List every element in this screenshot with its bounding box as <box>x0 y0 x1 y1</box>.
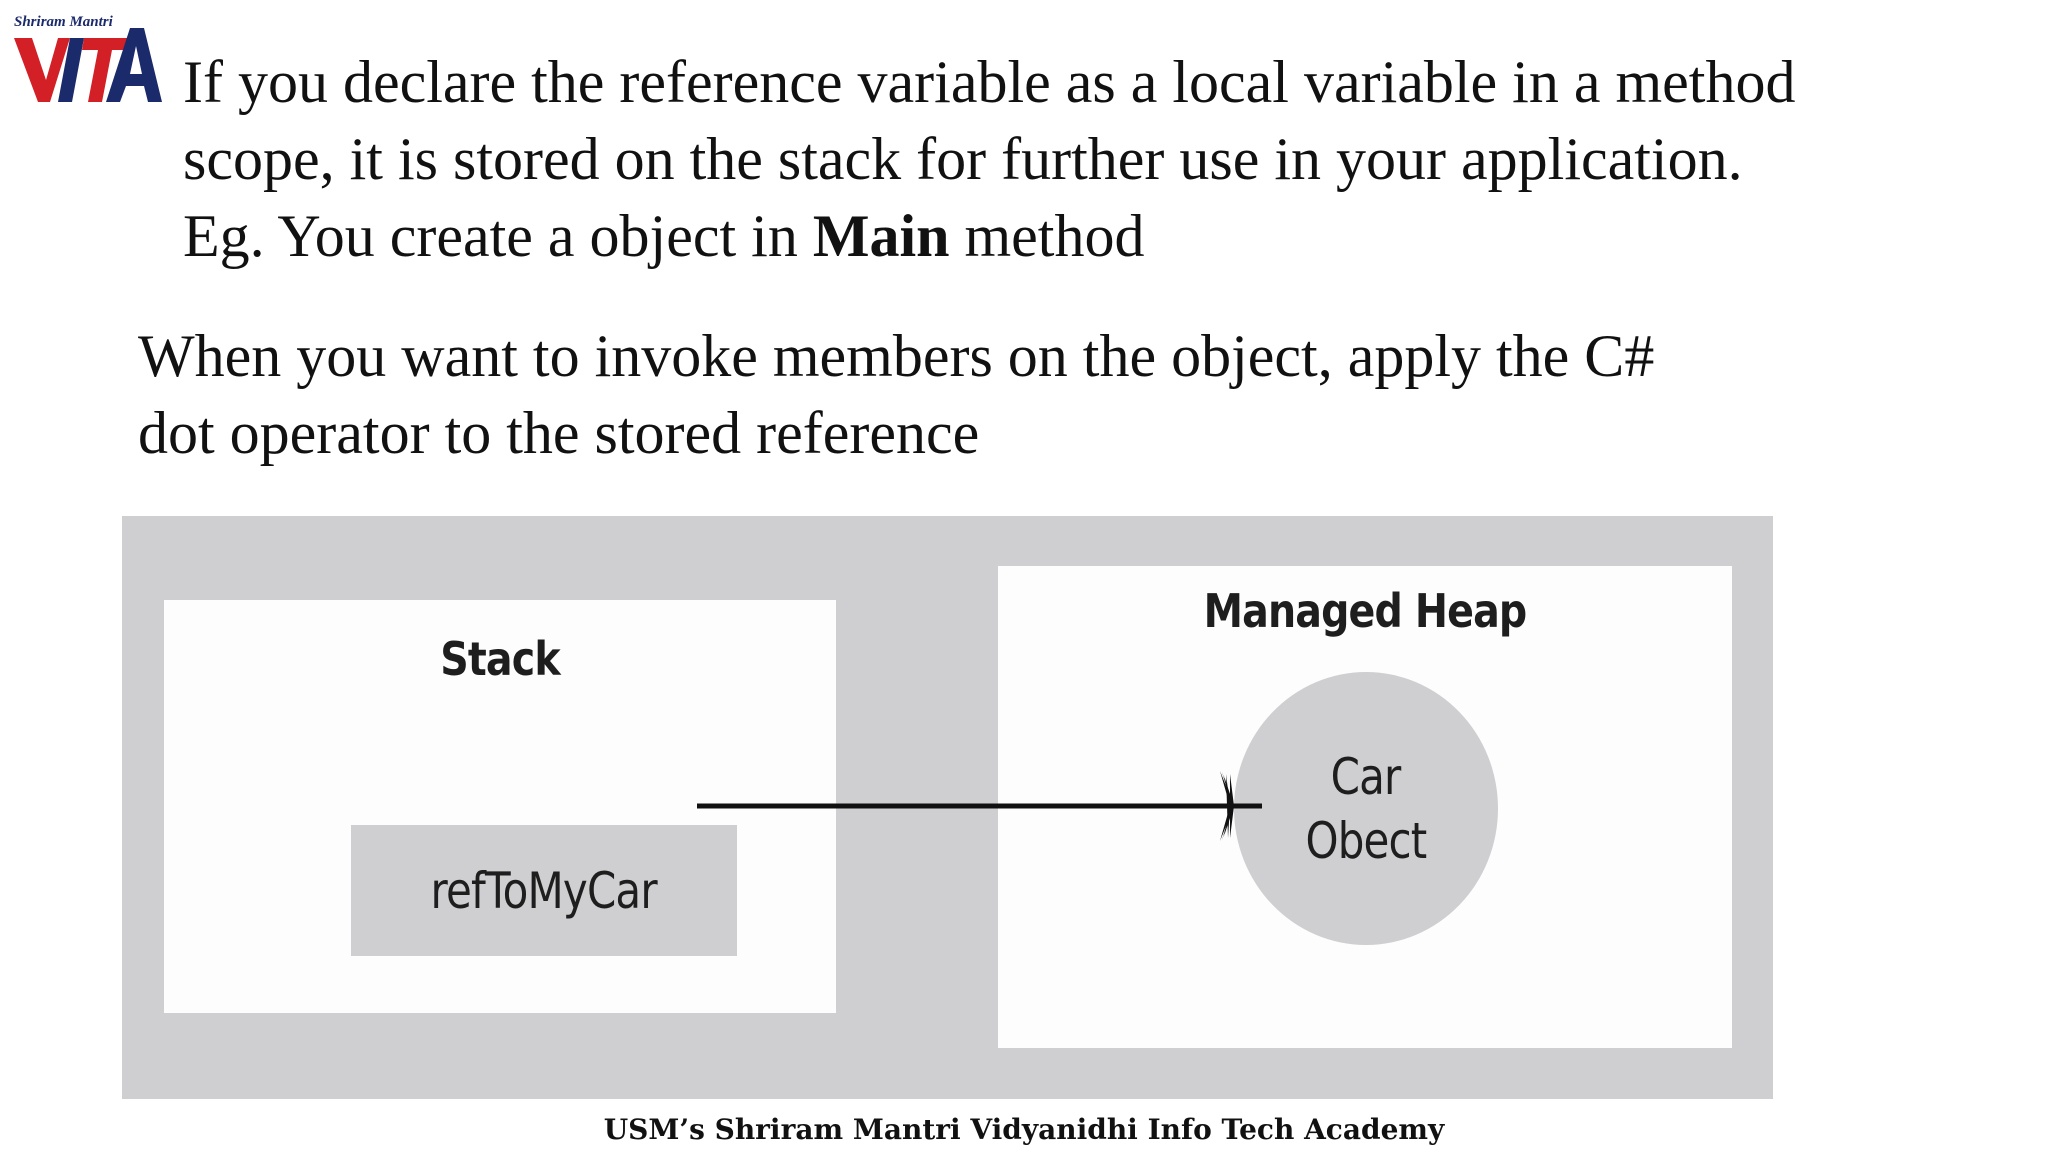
vita-logo-mark <box>14 28 162 102</box>
car-object-circle: Car Obect <box>1234 672 1498 945</box>
managed-heap-title: Managed Heap <box>1203 584 1528 638</box>
car-object-line-1: Car <box>1331 747 1402 806</box>
dot-operator-line-1: When you want to invoke members on the o… <box>138 323 1655 389</box>
intro-paragraph: If you declare the reference variable as… <box>183 44 1983 275</box>
reference-variable-label: refToMyCar <box>430 861 658 920</box>
reference-variable-box: refToMyCar <box>351 825 737 956</box>
dot-operator-line-2: dot operator to the stored reference <box>138 400 980 466</box>
stack-panel: Stack refToMyCar <box>164 600 836 1013</box>
main-keyword: Main <box>812 203 950 269</box>
stack-title: Stack <box>440 632 560 686</box>
intro-line-3-prefix: Eg. You create a object in <box>183 203 813 269</box>
stack-heap-diagram: Stack refToMyCar Managed Heap Car Obect <box>122 516 1773 1099</box>
intro-line-3-suffix: method <box>949 203 1145 269</box>
car-object-line-2: Obect <box>1305 811 1428 870</box>
dot-operator-paragraph: When you want to invoke members on the o… <box>138 318 1938 472</box>
intro-line-3: Eg. You create a object in Main method <box>183 198 1983 275</box>
footer-academy-name: USM’s Shriram Mantri Vidyanidhi Info Tec… <box>603 1113 1445 1146</box>
intro-line-1: If you declare the reference variable as… <box>183 49 1796 115</box>
logo-tagline: Shriram Mantri <box>14 14 113 30</box>
managed-heap-panel: Managed Heap Car Obect <box>998 566 1732 1048</box>
intro-line-2: scope, it is stored on the stack for fur… <box>183 126 1743 192</box>
academy-logo: Shriram Mantri <box>12 14 164 104</box>
